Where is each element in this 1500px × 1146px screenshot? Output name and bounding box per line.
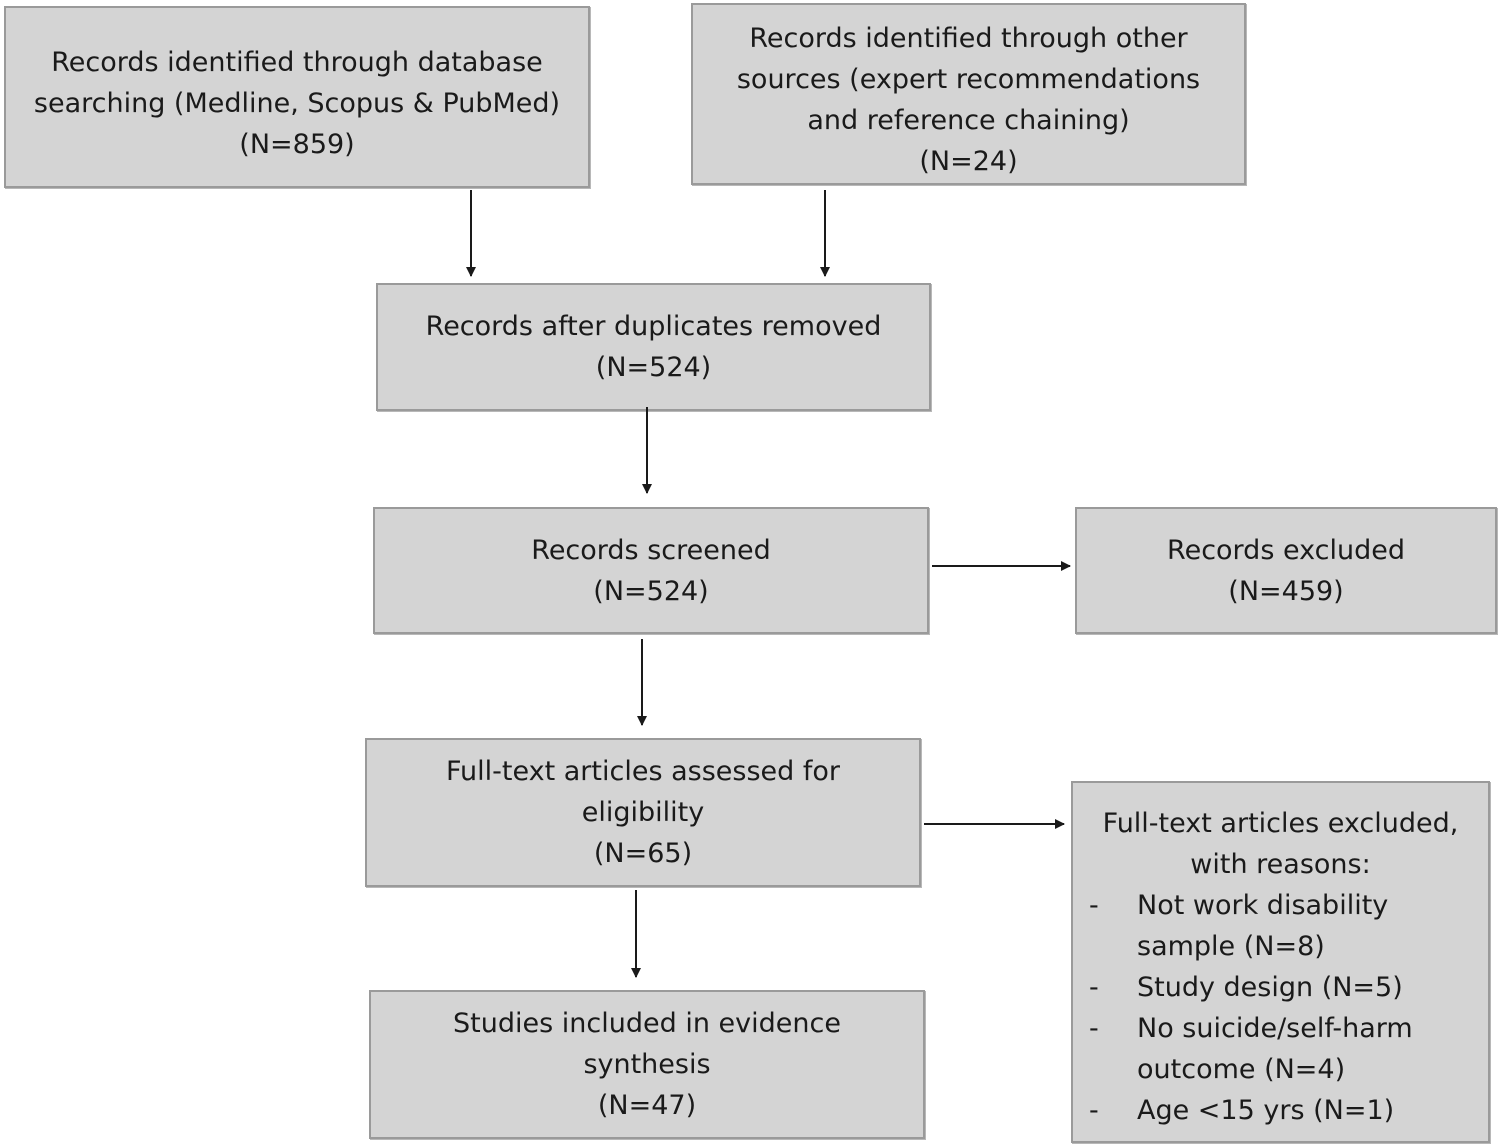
exclusion-reason-text: Not work disability sample (N=8) bbox=[1137, 890, 1389, 962]
box-text-line: and reference chaining) bbox=[807, 105, 1130, 136]
box-count: (N=524) bbox=[595, 352, 712, 383]
exclusion-reason: - Study design (N=5) bbox=[1081, 967, 1480, 1008]
box-heading-line: with reasons: bbox=[1190, 849, 1371, 880]
box-count: (N=65) bbox=[593, 838, 693, 869]
dash-bullet: - bbox=[1089, 972, 1099, 1003]
box-count: (N=459) bbox=[1228, 575, 1344, 607]
box-text-line: eligibility bbox=[581, 797, 705, 828]
exclusion-reason-text: No suicide/self-harm outcome (N=4) bbox=[1137, 1013, 1413, 1085]
box-text-line: Records screened bbox=[531, 534, 771, 566]
exclusion-reason-text: Study design (N=5) bbox=[1137, 972, 1403, 1003]
box-heading-line: Full-text articles excluded, bbox=[1102, 808, 1459, 839]
exclusion-reason-text: Age <15 yrs (N=1) bbox=[1137, 1095, 1395, 1126]
box-text-line: Studies included in evidence bbox=[453, 1008, 841, 1039]
box-count: (N=859) bbox=[239, 129, 355, 160]
dash-bullet: - bbox=[1089, 1013, 1099, 1044]
exclusion-reason: - Age <15 yrs (N=1) bbox=[1081, 1090, 1480, 1131]
box-text-line: Records identified through database bbox=[51, 47, 543, 78]
dash-bullet: - bbox=[1089, 1095, 1099, 1126]
box-database-search: Records identified through database sear… bbox=[4, 6, 590, 188]
box-text-line: sources (expert recommendations bbox=[736, 64, 1201, 95]
box-full-text-excluded: Full-text articles excluded, with reason… bbox=[1071, 781, 1490, 1143]
box-text-line: synthesis bbox=[583, 1049, 711, 1080]
box-text-line: Full-text articles assessed for bbox=[445, 756, 840, 787]
exclusion-reason-list: - Not work disability sample (N=8) - Stu… bbox=[1081, 885, 1480, 1131]
box-text-line: searching (Medline, Scopus & PubMed) bbox=[33, 88, 561, 119]
box-text-line: Records after duplicates removed bbox=[425, 311, 882, 342]
exclusion-reason: - Not work disability sample (N=8) bbox=[1081, 885, 1480, 967]
exclusion-reason: - No suicide/self-harm outcome (N=4) bbox=[1081, 1008, 1480, 1090]
box-records-excluded: Records excluded (N=459) bbox=[1075, 507, 1497, 634]
box-studies-included: Studies included in evidence synthesis (… bbox=[369, 990, 925, 1139]
box-count: (N=47) bbox=[597, 1090, 697, 1121]
box-text-line: Records excluded bbox=[1167, 534, 1405, 566]
box-other-sources: Records identified through other sources… bbox=[691, 3, 1246, 185]
box-records-screened: Records screened (N=524) bbox=[373, 507, 929, 634]
box-text-line: Records identified through other bbox=[749, 23, 1188, 54]
box-full-text-assessed: Full-text articles assessed for eligibil… bbox=[365, 738, 921, 887]
dash-bullet: - bbox=[1089, 890, 1099, 921]
box-duplicates-removed: Records after duplicates removed (N=524) bbox=[376, 283, 931, 411]
box-count: (N=24) bbox=[919, 146, 1018, 177]
box-count: (N=524) bbox=[593, 575, 709, 607]
